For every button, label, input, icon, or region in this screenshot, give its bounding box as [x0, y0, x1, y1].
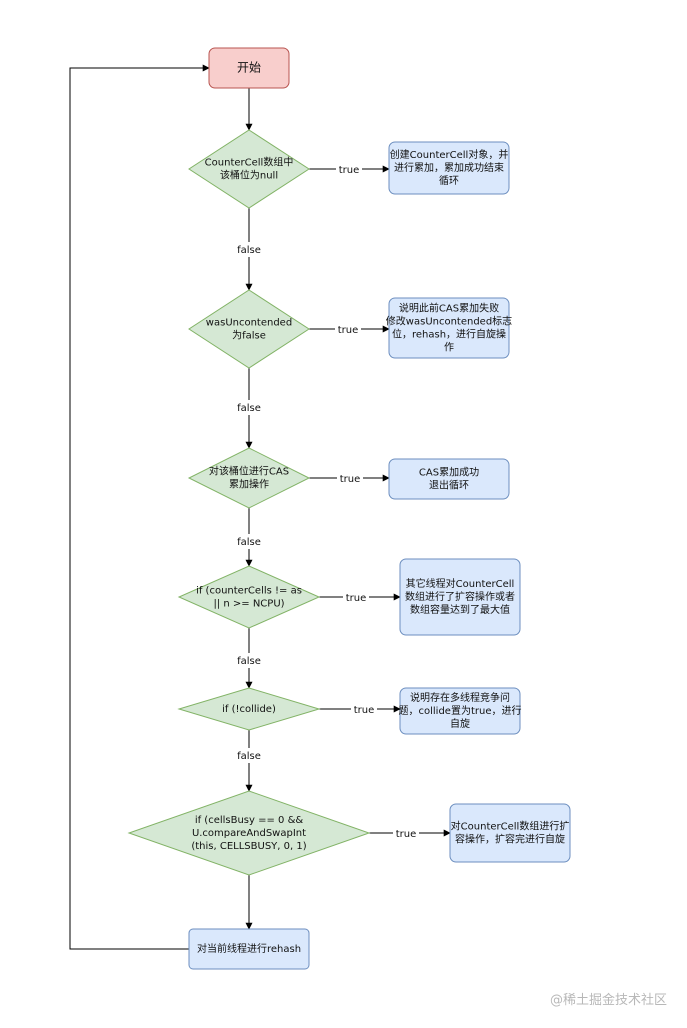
true-label: true [346, 593, 367, 604]
decision-label: wasUncontended [206, 318, 292, 329]
action-label: 对CounterCell数组进行扩 [451, 820, 570, 833]
decision-node [127, 790, 371, 876]
edge-label-bg [351, 702, 377, 716]
action-label: 循环 [439, 174, 459, 187]
action-node [388, 458, 510, 500]
true-label: true [396, 829, 417, 840]
false-label: false [237, 656, 261, 667]
action-label: 说明此前CAS累加失败 [399, 302, 499, 315]
decision-label: (this, CELLSBUSY, 0, 1) [191, 841, 306, 852]
action-node [388, 297, 510, 359]
rehash-label: 对当前线程进行rehash [197, 942, 301, 955]
action-label: 进行累加，累加成功结束 [394, 161, 504, 174]
edge-label-bg [233, 534, 265, 549]
true-label: true [340, 474, 361, 485]
decision-node [177, 565, 321, 629]
start-label: 开始 [237, 61, 261, 75]
rehash-node [188, 928, 310, 970]
action-label: 容操作，扩容完进行自旋 [455, 833, 565, 846]
decision-label: U.compareAndSwapInt [192, 828, 306, 839]
decision-label: if (counterCells != as [196, 586, 302, 597]
decision-node [188, 289, 310, 369]
true-label: true [339, 165, 360, 176]
true-label: true [354, 705, 375, 716]
decision-label: CounterCell数组中 [205, 156, 294, 169]
action-label: 创建CounterCell对象，并 [390, 148, 509, 161]
true-label: true [338, 325, 359, 336]
decision-label: 对该桶位进行CAS [209, 465, 289, 478]
edge-label-bg [233, 242, 265, 257]
decision-node [187, 447, 311, 509]
decision-node [177, 687, 321, 731]
edge-label-bg [233, 748, 265, 763]
loop-back-edge [69, 64, 210, 950]
decision-label: 累加操作 [229, 478, 269, 491]
action-node [399, 687, 521, 735]
false-label: false [237, 751, 261, 762]
decision-label: 该桶位为null [220, 169, 278, 182]
edge-label-bg [393, 826, 419, 840]
watermark: @稀土掘金技术社区 [550, 992, 667, 1008]
action-label: 其它线程对CounterCell [406, 577, 515, 590]
start-node [208, 47, 290, 89]
action-node [399, 558, 521, 636]
action-label: 位，rehash，进行自旋操 [392, 328, 506, 341]
false-label: false [237, 403, 261, 414]
action-node [388, 141, 510, 195]
false-label: false [237, 245, 261, 256]
action-node [449, 803, 571, 863]
action-label: 数组容量达到了最大值 [410, 603, 510, 616]
edge-label-bg [233, 653, 265, 668]
decision-label: if (!collide) [222, 704, 276, 715]
action-label: 说明存在多线程竞争问 [410, 691, 510, 704]
edge-label-bg [336, 162, 362, 176]
edge-label-bg [233, 400, 265, 415]
action-label: 修改wasUncontended标志 [386, 315, 512, 328]
edge-label-bg [343, 590, 369, 604]
decision-label: || n >= NCPU) [213, 599, 284, 610]
action-label: 作 [444, 342, 454, 354]
action-label: 题，collide置为true，进行 [399, 704, 522, 717]
action-label: CAS累加成功 [419, 467, 479, 479]
decision-label: if (cellsBusy == 0 && [195, 815, 304, 826]
action-label: 自旋 [450, 717, 470, 730]
decision-node [188, 129, 310, 209]
action-label: 数组进行了扩容操作或者 [405, 590, 515, 603]
edge-label-bg [335, 322, 361, 336]
false-label: false [237, 537, 261, 548]
decision-label: 为false [232, 330, 266, 342]
action-label: 退出循环 [429, 479, 469, 492]
edge-label-bg [337, 471, 363, 485]
